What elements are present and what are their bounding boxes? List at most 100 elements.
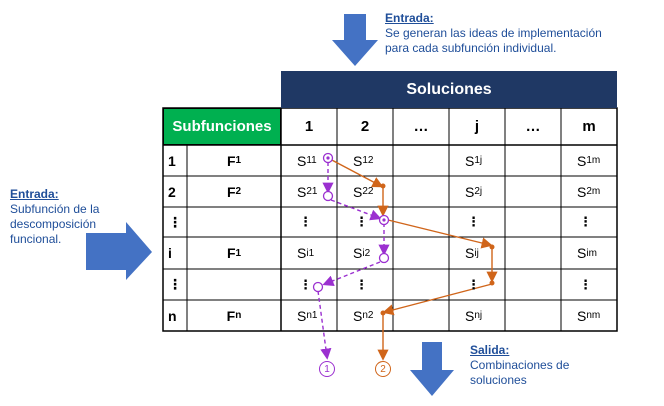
solution-symbol: ⋮ xyxy=(299,214,312,229)
subfunction-name: F xyxy=(226,152,236,169)
solution-symbol: S xyxy=(577,183,587,200)
solution-cell xyxy=(505,300,561,331)
solution-symbol: S xyxy=(297,183,307,200)
column-header-1: 2 xyxy=(360,118,370,135)
solution-index: 11 xyxy=(306,155,317,166)
solution-cell: ⋮ xyxy=(449,207,505,237)
solution-index: 2m xyxy=(586,186,601,197)
solution-symbol: S xyxy=(297,245,307,261)
column-header-0: 1 xyxy=(304,118,314,135)
solution-cell xyxy=(505,269,561,300)
solution-cell xyxy=(505,176,561,207)
solution-symbol: S xyxy=(577,307,587,324)
solution-symbol: ⋮ xyxy=(299,276,312,292)
combination-1-badge: 1 xyxy=(319,361,335,377)
solution-symbol: ⋮ xyxy=(467,276,480,292)
solution-symbol: S xyxy=(465,183,475,200)
top-input-note: Entrada: Se generan las ideas de impleme… xyxy=(385,11,602,56)
solution-symbol: ⋮ xyxy=(467,214,480,229)
solution-symbol: S xyxy=(465,245,475,261)
row-index: 1 xyxy=(168,152,176,169)
solution-symbol: ⋮ xyxy=(355,276,368,292)
table-grid xyxy=(162,107,618,332)
solution-index: im xyxy=(586,247,597,259)
subfunction-name: F xyxy=(226,307,236,324)
solution-symbol: S xyxy=(577,152,587,169)
solution-index: i2 xyxy=(362,247,371,259)
solution-symbol: S xyxy=(465,307,475,324)
solution-index: nj xyxy=(474,310,483,321)
solution-cell: ⋮ xyxy=(281,269,337,300)
solution-symbol: S xyxy=(353,183,363,200)
input-arrow-left xyxy=(86,222,152,280)
solution-index: 21 xyxy=(306,186,318,197)
solution-symbol: ⋮ xyxy=(355,214,368,229)
left-input-text-3: funcional. xyxy=(10,232,62,246)
solution-cell: ⋮ xyxy=(281,207,337,237)
row-index: ⋮ xyxy=(168,213,182,230)
solution-symbol: S xyxy=(353,152,363,169)
solution-index: n1 xyxy=(306,310,318,321)
subfunctions-header: Subfunciones xyxy=(163,108,281,145)
solution-index: nm xyxy=(586,310,601,321)
subfunction-name: F xyxy=(226,183,236,200)
solution-cell xyxy=(505,145,561,176)
solution-index: 1j xyxy=(474,155,483,166)
solutions-header: Soluciones xyxy=(281,71,617,108)
combination-2-badge: 2 xyxy=(375,361,391,377)
solution-index: 22 xyxy=(362,186,374,197)
output-label: Salida: xyxy=(470,343,510,357)
row-index: ⋮ xyxy=(168,276,182,292)
solution-index: i1 xyxy=(306,247,315,259)
subfunction-index: 1 xyxy=(235,247,242,259)
solution-index: ij xyxy=(474,247,479,259)
column-header-4: … xyxy=(525,118,541,135)
output-note: Salida: Combinaciones de soluciones xyxy=(470,343,569,388)
solution-symbol: ⋮ xyxy=(579,214,592,229)
top-input-text-2: para cada subfunción individual. xyxy=(385,41,557,55)
solution-symbol: S xyxy=(353,307,363,324)
left-input-text-1: Subfunción de la xyxy=(10,202,100,216)
subfunction-index: 2 xyxy=(235,186,242,197)
solution-symbol: S xyxy=(577,245,587,261)
solution-cell xyxy=(393,207,449,237)
row-index: n xyxy=(168,307,177,324)
top-input-label: Entrada: xyxy=(385,11,434,25)
solution-symbol: ⋮ xyxy=(579,276,592,292)
solution-symbol: S xyxy=(297,152,307,169)
subfunction-cell xyxy=(187,269,281,300)
column-header-3: j xyxy=(474,118,480,135)
column-header-2: … xyxy=(413,118,429,135)
output-text-1: Combinaciones de xyxy=(470,358,570,372)
row-index: i xyxy=(168,245,172,261)
solution-symbol: S xyxy=(297,307,307,324)
solution-cell xyxy=(393,300,449,331)
row-index: 2 xyxy=(168,183,176,200)
left-input-note: Entrada: Subfunción de la descomposición… xyxy=(10,187,99,247)
solution-cell: ⋮ xyxy=(561,207,617,237)
output-arrow-bottom xyxy=(410,342,454,396)
solution-cell: ⋮ xyxy=(449,269,505,300)
subfunction-name: F xyxy=(226,245,236,261)
solution-index: 2j xyxy=(474,186,483,197)
column-header-5: m xyxy=(582,118,596,135)
combination-2-path xyxy=(327,157,498,361)
solution-index: n2 xyxy=(362,310,374,321)
subfunction-cell xyxy=(187,207,281,237)
